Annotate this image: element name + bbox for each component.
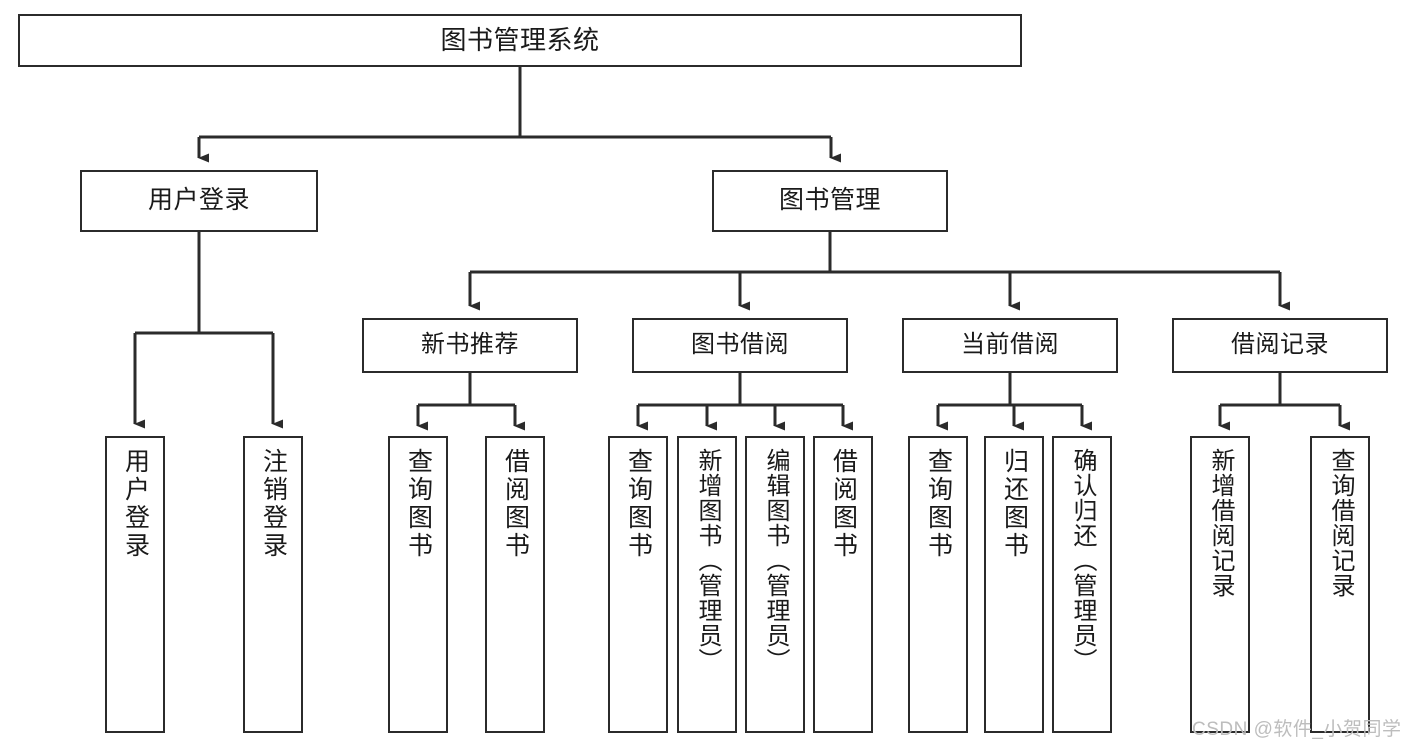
node-current-borrow[interactable]: 当前借阅 — [902, 318, 1118, 373]
leaf-query-book-borrow-label: 查询图书 — [624, 448, 653, 560]
leaf-query-borrow-record-label: 查询借阅记录 — [1327, 448, 1354, 598]
node-new-book-recommend[interactable]: 新书推荐 — [362, 318, 578, 373]
leaf-borrow-book-recommend-label: 借阅图书 — [501, 448, 530, 560]
node-borrow-record[interactable]: 借阅记录 — [1172, 318, 1388, 373]
node-book-management[interactable]: 图书管理 — [712, 170, 948, 232]
leaf-query-book-recommend[interactable]: 查询图书 — [388, 436, 448, 733]
leaf-edit-book-admin-label: 编辑图书（管理员） — [762, 448, 789, 673]
node-book-borrow[interactable]: 图书借阅 — [632, 318, 848, 373]
node-book-borrow-label: 图书借阅 — [691, 331, 789, 359]
leaf-confirm-return-admin-label: 确认归还（管理员） — [1069, 448, 1096, 673]
leaf-borrow-book[interactable]: 借阅图书 — [813, 436, 873, 733]
leaf-return-book[interactable]: 归还图书 — [984, 436, 1044, 733]
leaf-query-book-borrow[interactable]: 查询图书 — [608, 436, 668, 733]
leaf-add-book-admin-label: 新增图书（管理员） — [694, 448, 721, 673]
node-root-label: 图书管理系统 — [440, 25, 600, 56]
leaf-add-borrow-record[interactable]: 新增借阅记录 — [1190, 436, 1250, 733]
node-borrow-record-label: 借阅记录 — [1231, 331, 1329, 359]
node-user-login-label: 用户登录 — [147, 186, 250, 215]
node-new-book-recommend-label: 新书推荐 — [421, 331, 519, 359]
leaf-confirm-return-admin[interactable]: 确认归还（管理员） — [1052, 436, 1112, 733]
node-current-borrow-label: 当前借阅 — [961, 331, 1059, 359]
leaf-logout-label: 注销登录 — [259, 448, 288, 560]
leaf-query-book-current[interactable]: 查询图书 — [908, 436, 968, 733]
leaf-query-borrow-record[interactable]: 查询借阅记录 — [1310, 436, 1370, 733]
node-book-management-label: 图书管理 — [778, 186, 881, 215]
leaf-query-book-current-label: 查询图书 — [924, 448, 953, 560]
leaf-return-book-label: 归还图书 — [1000, 448, 1029, 560]
leaf-logout[interactable]: 注销登录 — [243, 436, 303, 733]
leaf-add-borrow-record-label: 新增借阅记录 — [1207, 448, 1234, 598]
node-root[interactable]: 图书管理系统 — [18, 14, 1022, 67]
leaf-borrow-book-recommend[interactable]: 借阅图书 — [485, 436, 545, 733]
leaf-edit-book-admin[interactable]: 编辑图书（管理员） — [745, 436, 805, 733]
leaf-query-book-recommend-label: 查询图书 — [404, 448, 433, 560]
leaf-user-login[interactable]: 用户登录 — [105, 436, 165, 733]
node-user-login[interactable]: 用户登录 — [80, 170, 318, 232]
leaf-add-book-admin[interactable]: 新增图书（管理员） — [677, 436, 737, 733]
csdn-watermark: CSDN @软件_小贺同学 — [1192, 719, 1402, 740]
leaf-borrow-book-label: 借阅图书 — [829, 448, 858, 560]
leaf-user-login-label: 用户登录 — [121, 448, 150, 560]
